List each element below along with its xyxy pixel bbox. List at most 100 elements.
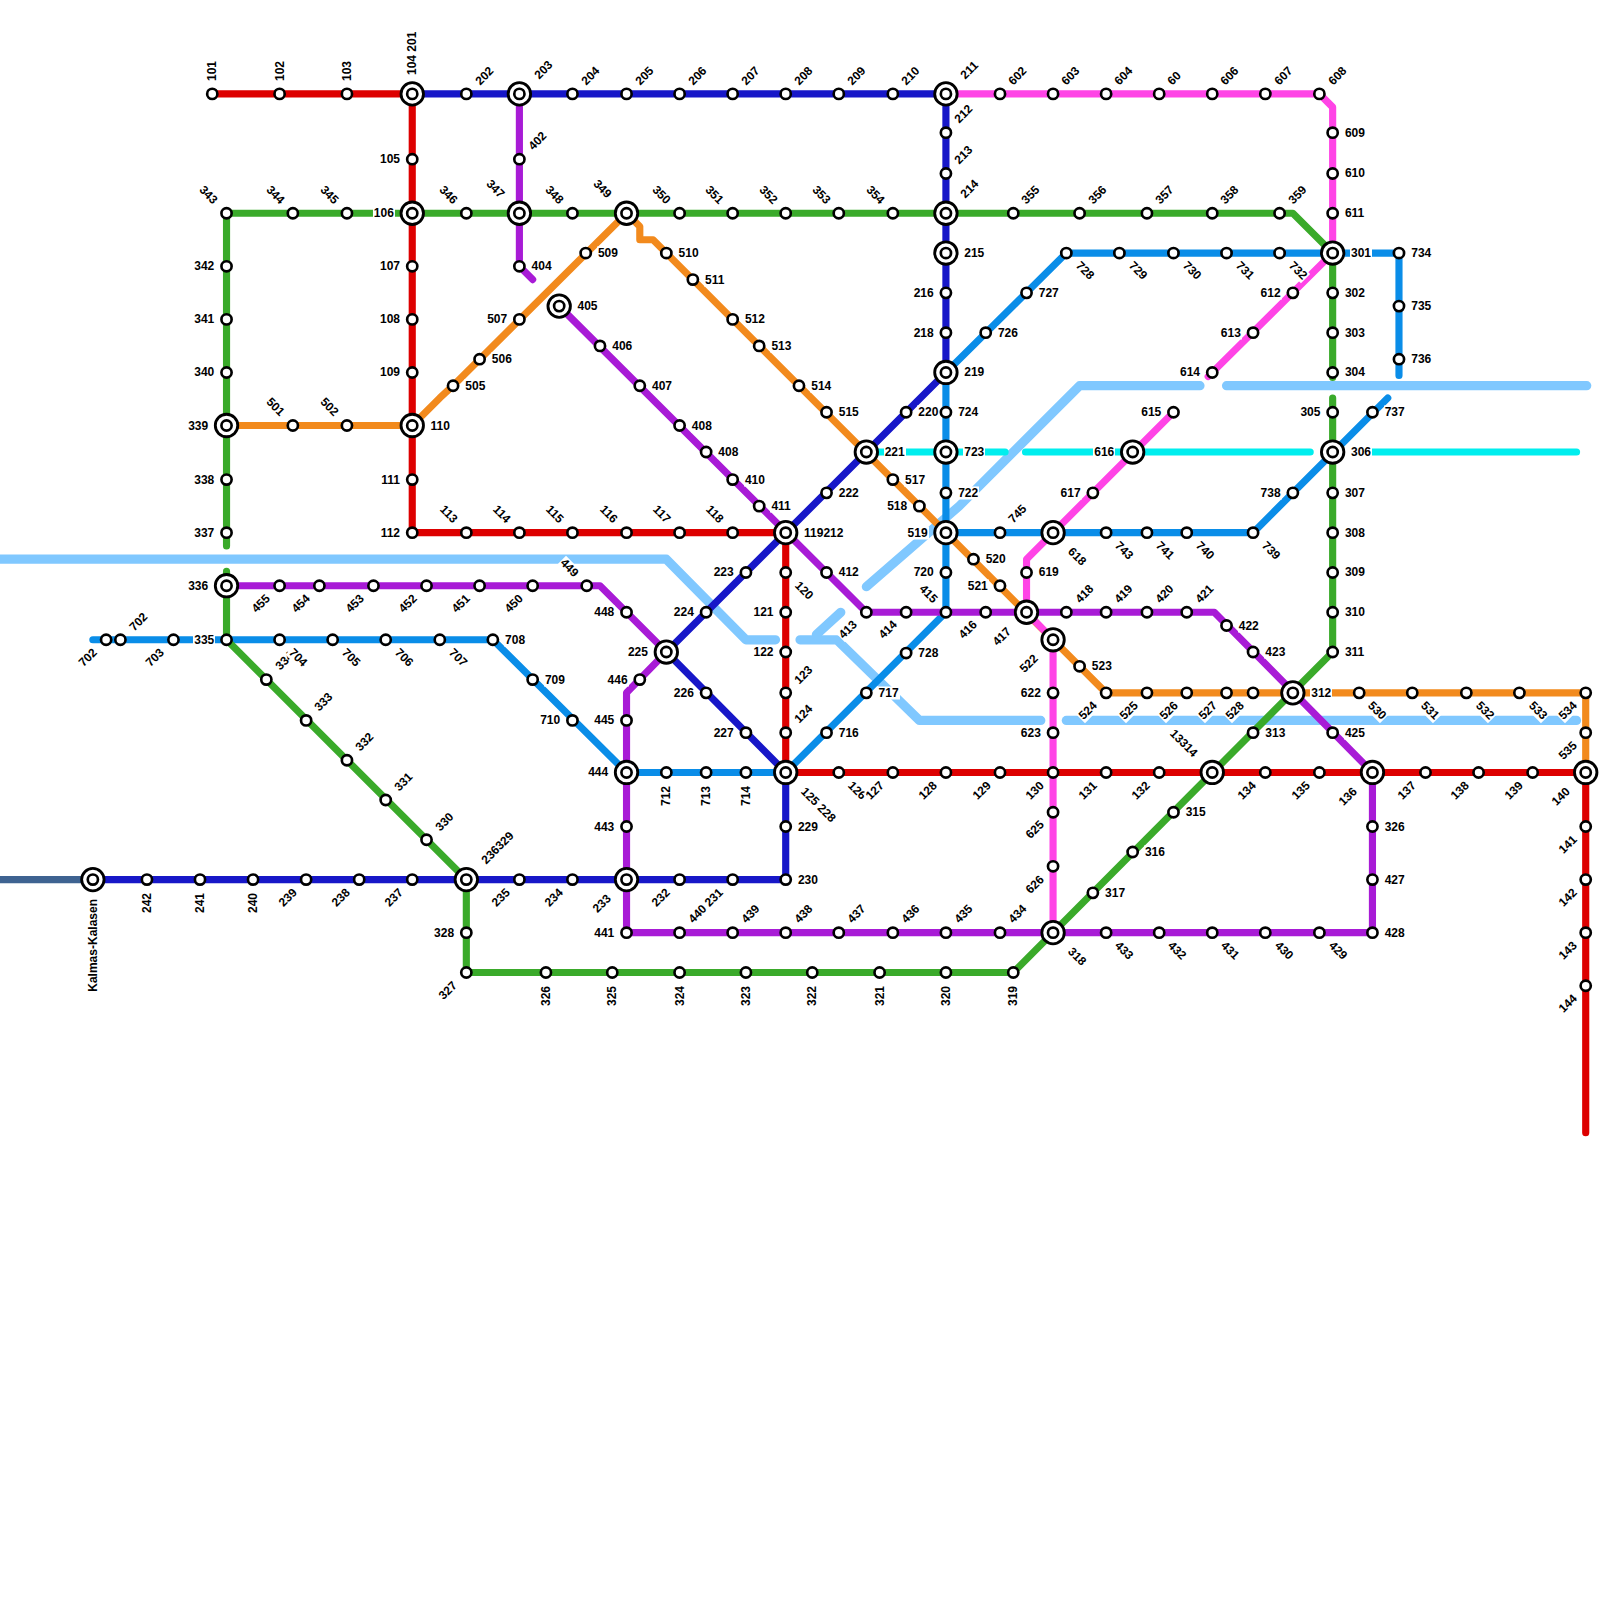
station-dot (1248, 647, 1258, 657)
station-dot (461, 208, 471, 218)
station-label: 408 (691, 419, 713, 432)
station-label: 736 (1410, 353, 1432, 366)
station-label: 423 (1264, 646, 1286, 659)
station-label: 431 (1218, 938, 1243, 963)
station-label: 410 (744, 473, 766, 486)
interchange-ring (401, 202, 423, 224)
station-dot (207, 89, 217, 99)
station-label: 121 (752, 606, 774, 619)
station-label: 353 (808, 183, 833, 208)
station-dot (781, 607, 791, 617)
interchange-core (941, 248, 951, 258)
station-dot (1248, 688, 1258, 698)
station-dot (221, 635, 231, 645)
station-dot (1088, 888, 1098, 898)
interchange-station (548, 295, 570, 317)
station-label: 115 (543, 503, 567, 527)
interchange-station (1321, 441, 1343, 463)
station-label: 416 (955, 618, 980, 643)
station-label: 316 (1144, 846, 1166, 859)
interchange-station (935, 202, 957, 224)
station-dot (1314, 89, 1324, 99)
interchange-station (1042, 521, 1064, 543)
station-dot (567, 715, 577, 725)
station-label: 131 (1076, 778, 1101, 803)
station-label: 129 (970, 778, 995, 803)
station-dot (834, 208, 844, 218)
interchange-core (621, 767, 631, 777)
interchange-station (401, 414, 423, 436)
station-dot (888, 474, 898, 484)
station-label: 724 (957, 406, 979, 419)
interchange-station (935, 361, 957, 383)
interchange-core (941, 528, 951, 538)
station-dot (995, 89, 1005, 99)
station-label: 342 (193, 260, 215, 273)
station-label: 703 (143, 645, 168, 670)
station-label: 357 (1153, 183, 1178, 208)
interchange-ring (508, 83, 530, 105)
station-dot (567, 528, 577, 538)
station-dot (1061, 607, 1071, 617)
station-dot (1154, 928, 1164, 938)
station-dot (221, 474, 231, 484)
station-dot (461, 528, 471, 538)
station-label: 713 (700, 785, 713, 807)
interchange-ring (82, 868, 104, 890)
station-label: 214 (958, 177, 983, 202)
station-dot (621, 821, 631, 831)
station-dot (528, 674, 538, 684)
station-label: 325 (606, 985, 619, 1007)
station-label: 345 (317, 183, 342, 208)
station-dot (821, 488, 831, 498)
station-label: 535 (1555, 738, 1580, 763)
station-dot (995, 767, 1005, 777)
station-dot (1061, 248, 1071, 258)
station-label: 118 (703, 503, 727, 527)
station-dot (248, 874, 258, 884)
station-label: 219 (963, 366, 985, 379)
interchange-ring (935, 441, 957, 463)
station-label: 318 (1065, 944, 1090, 969)
station-dot (781, 89, 791, 99)
station-dot (1128, 847, 1138, 857)
station-label: 321 (873, 985, 886, 1007)
interchange-core (88, 874, 98, 884)
red-line (212, 94, 1585, 1133)
station-dot (1207, 208, 1217, 218)
station-label: 308 (1344, 526, 1366, 539)
station-label: 212 (952, 102, 977, 127)
interchange-station (1201, 761, 1223, 783)
station-dot (941, 928, 951, 938)
station-label: 622 (1020, 686, 1042, 699)
interchange-core (514, 208, 524, 218)
station-label: 520 (985, 553, 1007, 566)
station-dot (728, 208, 738, 218)
station-dot (474, 354, 484, 364)
station-dot (888, 928, 898, 938)
station-label: 112 (380, 526, 401, 539)
station-label: 740 (1192, 538, 1217, 563)
station-label: 428 (1384, 926, 1406, 939)
station-dot (741, 728, 751, 738)
station-dot (781, 647, 791, 657)
station-label: 106 (373, 207, 395, 220)
station-dot (674, 420, 684, 430)
interchange-ring (935, 361, 957, 383)
station-dot (1021, 288, 1031, 298)
station-label: 444 (587, 766, 609, 779)
interchange-core (861, 447, 871, 457)
interchange-station (774, 761, 796, 783)
station-label: 612 (1260, 286, 1282, 299)
station-label: 331 (391, 770, 416, 795)
station-label: 513 (770, 339, 792, 352)
station-dot (781, 874, 791, 884)
station-dot (1074, 661, 1084, 671)
station-dot (514, 154, 524, 164)
station-label: 427 (1384, 873, 1406, 886)
station-label: 611 (1344, 207, 1365, 220)
station-dot (1314, 928, 1324, 938)
station-label: 727 (1038, 286, 1060, 299)
station-label: 124 (791, 702, 816, 727)
interchange-core (1048, 635, 1058, 645)
